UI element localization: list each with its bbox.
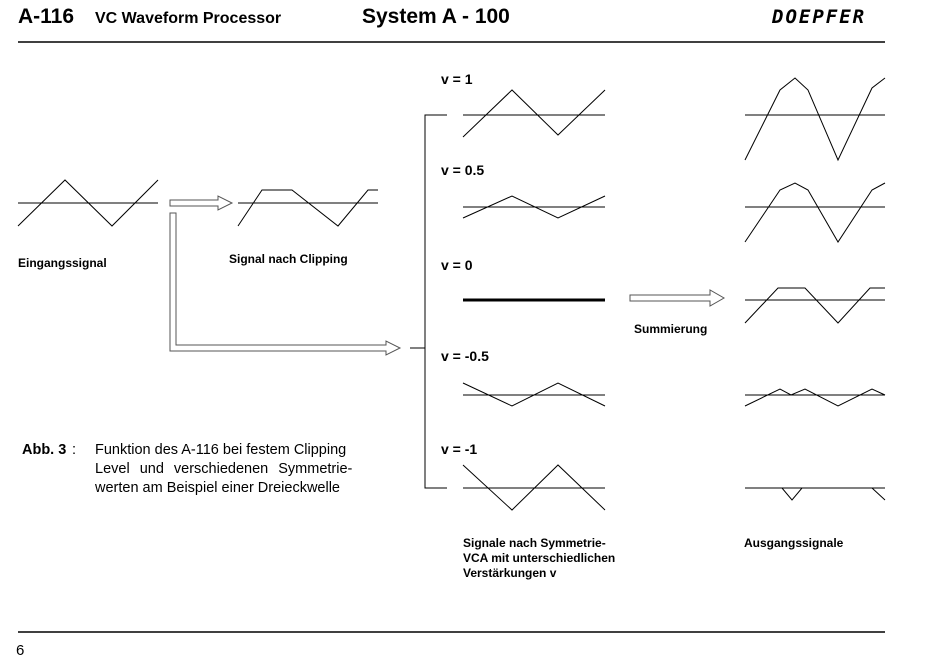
module-title: VC Waveform Processor (95, 10, 282, 27)
output-wave-v05 (744, 182, 886, 243)
system-title: System A - 100 (362, 5, 510, 28)
clipped-wave (237, 189, 378, 227)
gain-label-vm05: v = -0.5 (441, 348, 489, 364)
summation-label: Summierung (634, 322, 708, 336)
input-wave (17, 179, 159, 227)
output-wave-vm1 (745, 487, 886, 501)
gain-label-v1: v = 1 (441, 71, 473, 87)
figure-reference: Abb. 3 (22, 442, 67, 458)
vca-wave-vm1 (462, 464, 606, 511)
figure-reference-colon: : (72, 442, 77, 458)
vca-signals-label-line3: Verstärkungen v (463, 566, 557, 580)
arrow-summation (629, 289, 726, 307)
bracket (424, 114, 447, 489)
figure-caption-line3: werten am Beispiel einer Dreieckwelle (95, 480, 340, 496)
arrow-to-clipping (169, 195, 234, 211)
input-signal-label: Eingangssignal (18, 256, 107, 270)
output-wave-v0 (744, 287, 885, 324)
gain-label-v0: v = 0 (441, 257, 473, 273)
vca-wave-v05 (462, 195, 606, 219)
page-number: 6 (16, 642, 25, 659)
module-number: A-116 (18, 5, 75, 28)
figure-caption-line1: Funktion des A-116 bei festem Clipping (95, 442, 347, 458)
vca-wave-vm05 (462, 382, 606, 407)
output-wave-vm05 (744, 388, 886, 407)
clipped-signal-label: Signal nach Clipping (229, 252, 348, 266)
vca-wave-v1 (462, 89, 606, 138)
output-signals-label: Ausgangssignale (744, 536, 844, 550)
gain-label-v05: v = 0.5 (441, 162, 485, 178)
arrow-to-vca (169, 212, 402, 356)
vca-signals-label-line1: Signale nach Symmetrie- (463, 536, 606, 550)
vca-signals-label-line2: VCA mit unterschiedlichen (463, 551, 616, 565)
gain-label-vm1: v = -1 (441, 441, 478, 457)
doepfer-logo: DOEPFER (772, 6, 867, 28)
output-wave-v1 (744, 77, 886, 162)
figure-caption-line2: Level und verschiedenen Symmetrie- (95, 461, 353, 477)
